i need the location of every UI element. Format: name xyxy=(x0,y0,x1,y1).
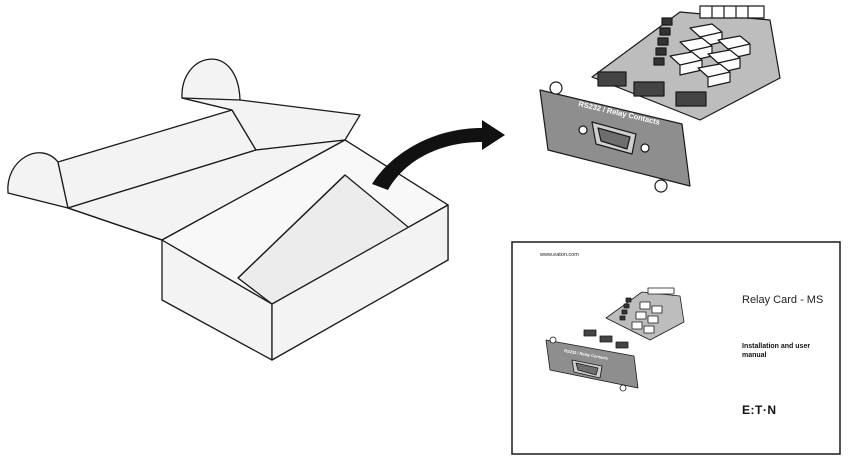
eaton-logo: E:T·N xyxy=(742,403,777,417)
terminal-block-3 xyxy=(675,91,707,107)
terminal-block-2 xyxy=(633,81,665,97)
mounting-hole-top xyxy=(549,81,563,95)
edge-connector xyxy=(699,5,765,19)
relay-6 xyxy=(697,63,731,88)
manual-subtitle-line2: manual xyxy=(742,352,767,359)
arrow-to-card xyxy=(372,120,505,190)
user-manual: www.eaton.com xyxy=(511,241,841,455)
manual-subtitle-line1: Installation and user xyxy=(742,343,810,350)
relay-card-illustration: RS232 / Relay Contacts xyxy=(539,5,781,193)
terminal-block-1 xyxy=(597,71,627,87)
box-front-right xyxy=(271,204,449,361)
open-box-illustration xyxy=(7,58,449,361)
db9-connector xyxy=(578,121,650,155)
manual-title: Relay Card - MS xyxy=(742,294,823,306)
arrow-shaft xyxy=(372,120,505,190)
mounting-hole-bottom xyxy=(654,179,668,193)
manual-url: www.eaton.com xyxy=(539,252,579,258)
pin-header-column xyxy=(653,17,673,66)
relay-blocks xyxy=(669,23,751,88)
terminal-blocks xyxy=(597,71,707,107)
manual-cover-card-image: RS232 / Relay Contacts xyxy=(545,287,685,392)
